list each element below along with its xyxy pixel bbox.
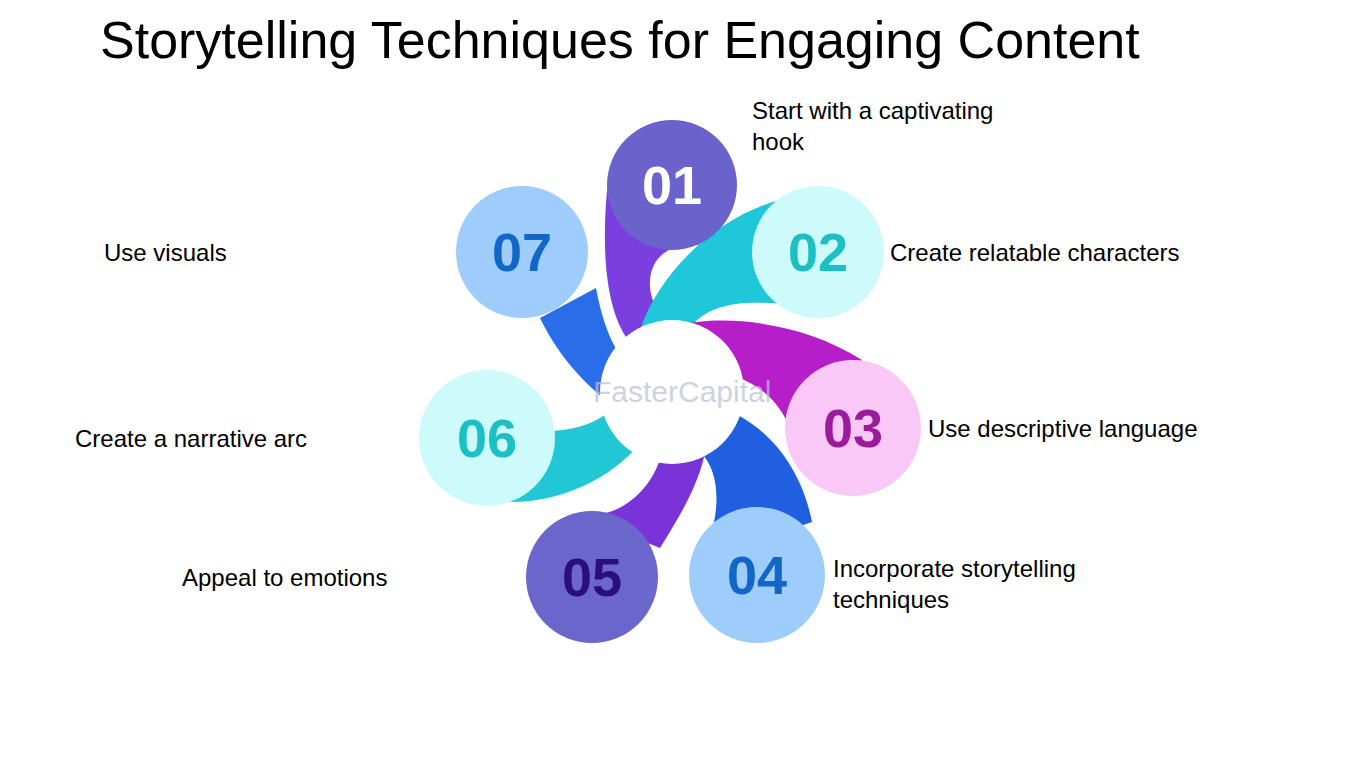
step-label: Create relatable characters [890,237,1310,268]
step-label: Appeal to emotions [182,562,462,593]
numbered-circle: 04Incorporate storytelling techniques [689,507,825,643]
step-label: Create a narrative arc [75,423,395,454]
step-number: 05 [562,550,622,604]
step-label: Start with a captivating hook [752,95,1042,157]
watermark: FasterCapital [593,375,771,409]
step-label: Use descriptive language [928,413,1348,444]
step-label: Incorporate storytelling techniques [833,553,1133,615]
numbered-circle: 05Appeal to emotions [526,511,658,643]
diagram-title: Storytelling Techniques for Engaging Con… [100,10,1140,70]
step-number: 07 [492,225,552,279]
step-number: 06 [457,411,517,465]
numbered-circle: 02Create relatable characters [752,186,884,318]
step-number: 02 [788,225,848,279]
numbered-circle: 03Use descriptive language [785,360,921,496]
step-number: 03 [823,401,883,455]
step-label: Use visuals [104,237,344,268]
numbered-circle: 07Use visuals [456,186,588,318]
step-number: 04 [727,548,787,602]
numbered-circle: 01Start with a captivating hook [607,120,737,250]
numbered-circle: 06Create a narrative arc [419,370,555,506]
step-number: 01 [642,158,702,212]
